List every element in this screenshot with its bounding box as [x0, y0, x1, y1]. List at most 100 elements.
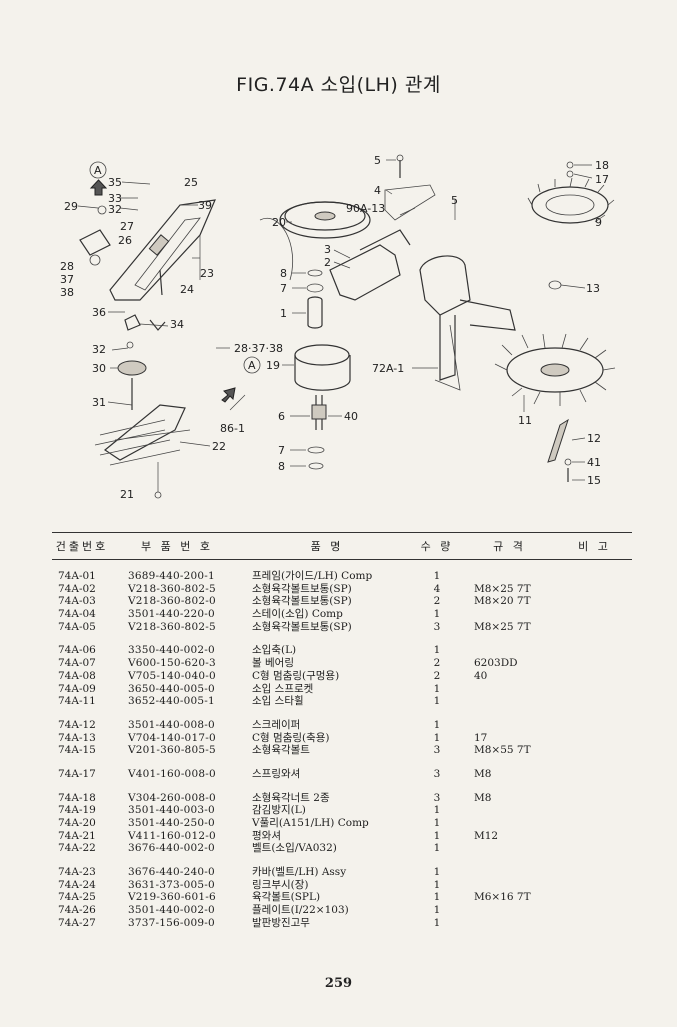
label-30: 30	[92, 362, 106, 375]
cell-ref-no: 74A-23	[58, 866, 96, 879]
cell-part-name: 스프링와셔	[252, 767, 301, 780]
cell-part-no: 3501-440-250-0	[128, 817, 215, 829]
cell-remarks	[557, 595, 632, 608]
cell-part-name: 소형육각볼트보통(SP)	[252, 620, 352, 633]
label-18: 18	[595, 159, 609, 172]
cell-spec	[462, 879, 557, 892]
cell-remarks	[557, 817, 632, 830]
cell-remarks	[557, 732, 632, 745]
label-21: 21	[120, 488, 134, 501]
cell-part-no: 3650-440-005-0	[128, 682, 215, 695]
cell-part-name: 볼 베어링	[252, 657, 294, 670]
cell-ref-no: 74A-22	[58, 842, 96, 855]
cell-spec: M8×55 7T	[474, 744, 531, 757]
star-wheel-assembly	[494, 333, 616, 482]
cell-quantity: 1	[433, 829, 441, 842]
cell-remarks	[557, 917, 632, 930]
cell-quantity: 1	[433, 804, 441, 817]
group-spacer	[52, 855, 632, 866]
cell-quantity: 1	[433, 682, 441, 695]
cell-part-name: 감김방지(L)	[252, 804, 306, 817]
cell-spec	[462, 817, 557, 830]
cell-remarks	[557, 644, 632, 657]
cell-remarks	[557, 768, 632, 781]
exploded-parts-diagram: A 35 25 33 29 32 39 27 26 28 37 38 23 24…	[40, 150, 640, 510]
cell-spec: M8×25 7T	[474, 582, 531, 595]
label-25: 25	[184, 176, 198, 189]
cell-ref-no: 74A-27	[58, 916, 96, 929]
cell-quantity: 1	[433, 570, 441, 582]
cell-part-name: 카바(벨트/LH) Assy	[252, 866, 347, 879]
cell-quantity: 3	[433, 791, 441, 804]
cell-part-no: V411-160-012-0	[128, 829, 216, 842]
cell-quantity: 1	[433, 817, 441, 829]
cell-part-no: 3501-440-220-0	[128, 608, 215, 621]
label-72a-1: 72A-1	[372, 362, 404, 375]
cell-part-no: 3689-440-200-1	[128, 570, 215, 582]
pulley-shaft-assembly	[259, 154, 436, 470]
cell-part-name: 소입 스타휠	[252, 695, 304, 708]
label-34: 34	[170, 318, 184, 331]
cell-part-name: C형 멈춤링(구멍용)	[252, 669, 340, 682]
cell-quantity: 1	[433, 608, 441, 621]
header-part-name: 품 명	[310, 540, 344, 553]
label-1: 1	[280, 307, 287, 320]
cell-ref-no: 74A-06	[58, 644, 96, 657]
cell-part-name: C형 멈춤링(축용)	[252, 731, 330, 744]
label-28: 28	[60, 260, 74, 273]
cell-ref-no: 74A-09	[58, 682, 96, 695]
cell-quantity: 2	[433, 657, 441, 670]
label-31: 31	[92, 396, 106, 409]
cell-quantity: 3	[433, 744, 441, 757]
label-20: 20	[272, 216, 286, 229]
label-90a-13: 90A-13	[346, 202, 385, 215]
label-32-mid: 32	[92, 343, 106, 356]
cell-part-no: 3737-156-009-0	[128, 916, 215, 929]
cell-part-no: V401-160-008-0	[128, 767, 216, 780]
cell-spec	[462, 695, 557, 708]
arrow-markers	[89, 161, 261, 403]
label-3: 3	[324, 243, 331, 256]
label-39: 39	[198, 199, 212, 212]
cell-part-no: V219-360-601-6	[128, 891, 216, 904]
cell-remarks	[557, 830, 632, 843]
cell-part-no: V600-150-620-3	[128, 657, 216, 670]
guide-frame-assembly	[79, 199, 216, 499]
label-19: 19	[266, 359, 280, 372]
cell-remarks	[557, 583, 632, 596]
label-33: 33	[108, 192, 122, 205]
label-4: 4	[374, 184, 381, 197]
cell-ref-no: 74A-01	[58, 570, 96, 582]
cell-part-name: 소형육각너트 2종	[252, 791, 330, 804]
label-11: 11	[518, 414, 532, 427]
cell-spec	[462, 608, 557, 621]
label-24: 24	[180, 283, 194, 296]
label-13: 13	[586, 282, 600, 295]
label-38: 38	[60, 286, 74, 299]
cell-ref-no: 74A-18	[58, 791, 96, 804]
header-ref-no: 건출번호	[55, 540, 109, 553]
label-a-top: A	[94, 164, 102, 177]
header-spec: 규 격	[493, 540, 526, 553]
label-27: 27	[120, 220, 134, 233]
cell-part-no: 3676-440-002-0	[128, 842, 215, 855]
